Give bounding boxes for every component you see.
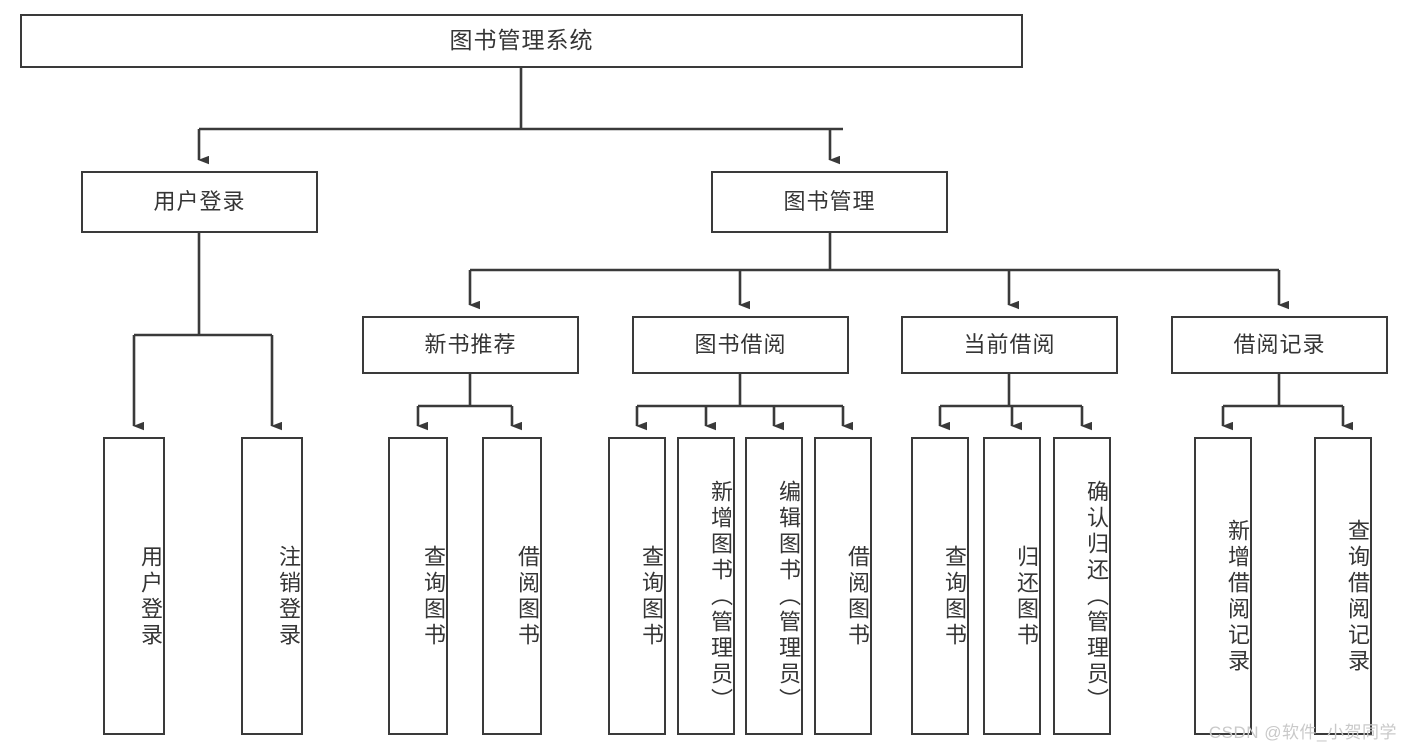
node-label: 新增图书（管理员）: [708, 480, 733, 714]
connector-borrow-to-leaves: [635, 374, 853, 431]
leaf-edit-book-admin[interactable]: 编辑图书（管理员）: [745, 437, 803, 735]
node-label: 借阅图书: [845, 545, 870, 649]
leaf-query-book-borrow[interactable]: 查询图书: [608, 437, 666, 735]
node-user-login[interactable]: 用户登录: [81, 171, 318, 233]
connector-root-to-level2: [197, 68, 843, 165]
leaf-query-book-recommend[interactable]: 查询图书: [388, 437, 448, 735]
node-label: 当前借阅: [963, 331, 1056, 357]
leaf-confirm-return-admin[interactable]: 确认归还（管理员）: [1053, 437, 1111, 735]
node-label: 归还图书: [1014, 545, 1039, 649]
node-label: 新书推荐: [424, 331, 517, 357]
node-label: 查询图书: [942, 545, 967, 649]
connector-userlogin-to-leaves: [132, 233, 282, 431]
leaf-add-book-admin[interactable]: 新增图书（管理员）: [677, 437, 735, 735]
node-label: 查询借阅记录: [1345, 519, 1370, 675]
node-label: 图书借阅: [694, 331, 787, 357]
node-label: 查询图书: [421, 545, 446, 649]
node-new-book-recommend[interactable]: 新书推荐: [362, 316, 579, 374]
watermark: CSDN @软件_小贺同学: [1208, 723, 1397, 742]
connector-records-to-leaves: [1221, 374, 1353, 431]
leaf-query-book-current[interactable]: 查询图书: [911, 437, 969, 735]
node-label: 编辑图书（管理员）: [776, 480, 801, 714]
leaf-borrow-book[interactable]: 借阅图书: [814, 437, 872, 735]
node-label: 注销登录: [276, 545, 301, 649]
node-label: 用户登录: [138, 545, 163, 649]
node-current-borrow[interactable]: 当前借阅: [901, 316, 1118, 374]
leaf-borrow-book-recommend[interactable]: 借阅图书: [482, 437, 542, 735]
leaf-user-login[interactable]: 用户登录: [103, 437, 165, 735]
node-label: 查询图书: [639, 545, 664, 649]
node-root-system[interactable]: 图书管理系统: [20, 14, 1023, 68]
node-label: 用户登录: [153, 188, 246, 214]
leaf-user-logout[interactable]: 注销登录: [241, 437, 303, 735]
node-label: 新增借阅记录: [1225, 519, 1250, 675]
node-label: 确认归还（管理员）: [1084, 480, 1109, 714]
connector-bookmgmt-to-level3: [468, 233, 1289, 310]
connector-newbooks-to-leaves: [416, 374, 522, 431]
node-label: 借阅图书: [515, 545, 540, 649]
node-book-borrow[interactable]: 图书借阅: [632, 316, 849, 374]
leaf-add-borrow-record[interactable]: 新增借阅记录: [1194, 437, 1252, 735]
node-borrow-records[interactable]: 借阅记录: [1171, 316, 1388, 374]
node-book-management[interactable]: 图书管理: [711, 171, 948, 233]
leaf-return-book[interactable]: 归还图书: [983, 437, 1041, 735]
leaf-query-borrow-record[interactable]: 查询借阅记录: [1314, 437, 1372, 735]
node-label: 借阅记录: [1233, 331, 1326, 357]
connector-current-to-leaves: [938, 374, 1092, 431]
node-label: 图书管理系统: [449, 27, 594, 54]
node-label: 图书管理: [783, 188, 876, 214]
